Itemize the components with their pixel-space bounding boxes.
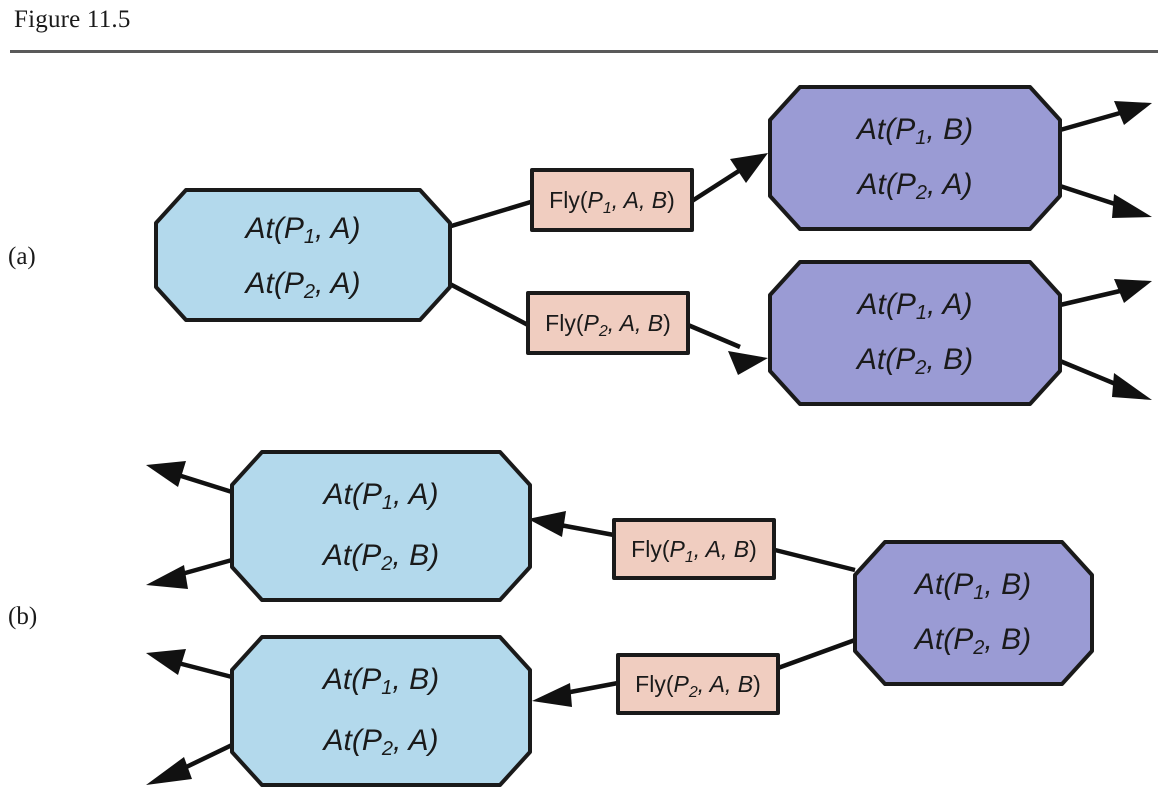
state-a-result-2[interactable]: At(P1, A) At(P2, B) [768, 260, 1062, 406]
arrowhead-b-2 [532, 683, 572, 707]
state-b-pred-1-shape [230, 450, 532, 602]
edge-a-start-to-fly2 [446, 281, 530, 327]
action-b-fly-p2[interactable]: Fly(P2, A, B) [616, 653, 780, 715]
action-b-fly-p1[interactable]: Fly(P1, A, B) [612, 518, 776, 580]
state-a-start-line-2: At(P2, A) [243, 267, 360, 303]
edge-a-result2-out-2 [1059, 358, 1119, 388]
arrowhead-b-1 [528, 511, 566, 537]
state-a-result-2-line-1: At(P1, A) [855, 288, 972, 324]
action-a-fly-p1[interactable]: Fly(P1, A, B) [530, 168, 694, 232]
planning-search-diagram: At(P1, A) At(P2, A) Fly(P1, A, B) Fly(P2… [146, 85, 1152, 787]
action-b-fly-p2-label: Fly(P2, A, B) [635, 671, 761, 701]
arrowhead-a-5 [1114, 279, 1152, 303]
arrowhead-a-2 [728, 351, 768, 375]
action-b-fly-p1-label: Fly(P1, A, B) [631, 536, 757, 566]
state-a-result-1[interactable]: At(P1, B) At(P2, A) [768, 85, 1062, 231]
header-rule [10, 50, 1158, 53]
state-a-start[interactable]: At(P1, A) At(P2, A) [154, 188, 452, 322]
action-b-fly-p1-shape [612, 518, 776, 580]
panel-label-b: (b) [8, 603, 38, 630]
edge-a-result1-out-2 [1059, 183, 1119, 208]
action-a-fly-p2[interactable]: Fly(P2, A, B) [526, 291, 690, 355]
arrowhead-b-6 [146, 757, 192, 785]
state-b-pred-1[interactable]: At(P1, A) At(P2, B) [230, 450, 532, 602]
panel-a-group: At(P1, A) At(P2, A) Fly(P1, A, B) Fly(P2… [154, 85, 1152, 406]
state-b-pred-1-line-1: At(P1, A) [321, 478, 438, 514]
state-b-goal[interactable]: At(P1, B) At(P2, B) [853, 540, 1094, 686]
action-a-fly-p2-label: Fly(P2, A, B) [545, 310, 671, 340]
action-a-fly-p1-shape [530, 168, 694, 232]
state-b-goal-line-2: At(P2, B) [913, 623, 1031, 659]
edge-b-fly2-to-pred2 [564, 680, 619, 696]
arrowhead-b-5 [146, 649, 186, 675]
arrowhead-b-4 [146, 565, 188, 589]
action-b-fly-p2-shape [616, 653, 780, 715]
state-b-pred-1-line-2: At(P2, B) [321, 539, 439, 575]
panel-label-a: (a) [8, 243, 36, 270]
state-a-result-1-line-2: At(P2, A) [855, 168, 972, 204]
state-b-pred-2-shape [230, 635, 532, 787]
state-b-goal-line-1: At(P1, B) [913, 568, 1031, 604]
edge-a-fly2-to-result2 [687, 322, 741, 350]
state-b-pred-2-line-2: At(P2, A) [321, 724, 438, 760]
edge-b-goal-to-fly1 [774, 547, 856, 573]
edge-a-result2-out-1 [1059, 288, 1121, 308]
state-a-result-1-line-1: At(P1, B) [855, 113, 973, 149]
arrowhead-a-6 [1112, 373, 1152, 400]
state-b-goal-shape [853, 540, 1094, 686]
edge-b-pred1-out-1 [177, 472, 233, 495]
edge-b-pred2-out-1 [177, 660, 233, 680]
state-b-pred-2-line-1: At(P1, B) [321, 663, 439, 699]
figure-caption: Figure 11.5 [14, 6, 131, 33]
edge-a-result1-out-1 [1059, 110, 1121, 133]
state-a-start-shape [154, 188, 452, 322]
arrowhead-a-1 [730, 153, 768, 183]
action-a-fly-p2-shape [526, 291, 690, 355]
edge-b-goal-to-fly2 [777, 637, 856, 671]
action-a-fly-p1-label: Fly(P1, A, B) [549, 187, 675, 217]
arrowhead-a-4 [1112, 194, 1152, 218]
state-a-result-2-line-2: At(P2, B) [855, 343, 973, 379]
edge-b-fly1-to-pred1 [559, 522, 615, 538]
panel-b-group: At(P1, B) At(P2, B) Fly(P1, A, B) Fly(P2… [146, 450, 1094, 787]
arrowhead-a-3 [1114, 101, 1152, 125]
edge-a-start-to-fly1 [447, 198, 535, 230]
edge-a-fly1-to-result1 [690, 165, 747, 203]
state-a-result-1-shape [768, 85, 1062, 231]
arrowhead-b-3 [146, 461, 186, 487]
state-a-start-line-1: At(P1, A) [243, 212, 360, 248]
edge-b-pred1-out-2 [177, 557, 233, 578]
state-b-pred-2[interactable]: At(P1, B) At(P2, A) [230, 635, 532, 787]
state-a-result-2-shape [768, 260, 1062, 406]
